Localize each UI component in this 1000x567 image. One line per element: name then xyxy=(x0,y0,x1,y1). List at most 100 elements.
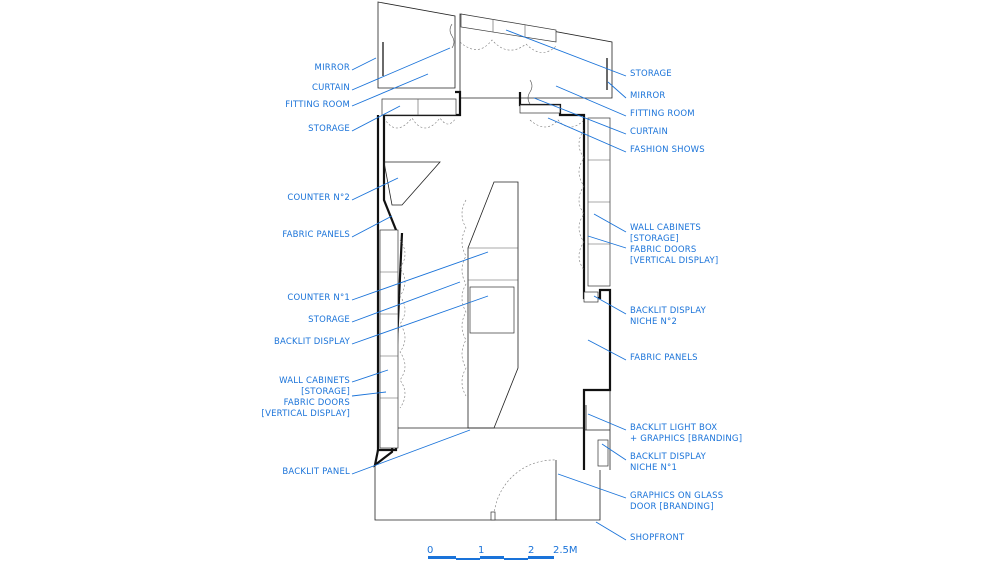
fitting-room-right-outline xyxy=(459,13,613,99)
label-fitting-room-left: FITTING ROOM xyxy=(285,100,350,110)
scale-tick-0: 0 xyxy=(427,545,433,556)
shelf xyxy=(381,98,457,116)
leader xyxy=(351,177,399,201)
shopfront-line xyxy=(374,465,601,521)
scale-segment xyxy=(428,556,456,559)
leader xyxy=(607,81,627,99)
swing-top xyxy=(459,39,557,53)
label-fabric-panels-left: FABRIC PANELS xyxy=(282,230,350,240)
label-wall-cabinets-left-3: FABRIC DOORS xyxy=(284,398,350,408)
scale-segment xyxy=(480,556,504,559)
label-glass-line2: DOOR [BRANDING] xyxy=(630,502,714,512)
label-fitting-room-right: FITTING ROOM xyxy=(630,109,695,119)
leader xyxy=(555,85,627,117)
backlit-display-box xyxy=(469,286,515,334)
wall-cabinets-right-group xyxy=(578,117,611,467)
wall-cabinets-left-group xyxy=(379,229,406,449)
swing-right xyxy=(529,119,585,128)
leader xyxy=(593,295,627,315)
leader xyxy=(351,295,489,345)
leader xyxy=(547,117,627,153)
entry-door xyxy=(490,459,557,521)
storage-shelf-top xyxy=(460,13,557,43)
label-niche-2-line2: NICHE N°2 xyxy=(630,317,677,327)
labels-left-group: MIRROR CURTAIN FITTING ROOM STORAGE COUN… xyxy=(262,63,351,477)
left-wall xyxy=(376,90,462,452)
label-storage-center: STORAGE xyxy=(308,315,350,325)
label-niche-2-line1: BACKLIT DISPLAY xyxy=(630,306,707,316)
leader xyxy=(351,251,489,301)
curtain-right-line xyxy=(527,79,533,105)
leader xyxy=(557,473,627,499)
label-shopfront: SHOPFRONT xyxy=(630,533,685,543)
scale-bar: 0 1 2 2.5M xyxy=(427,545,578,560)
label-fashion-shows: FASHION SHOWS xyxy=(630,145,705,155)
label-wall-cabinets-left-2: [STORAGE] xyxy=(301,387,350,397)
scale-segment xyxy=(528,556,554,559)
niche-2-shape xyxy=(583,291,599,303)
scale-tick-3: 2.5M xyxy=(553,545,578,556)
label-niche-1-line1: BACKLIT DISPLAY xyxy=(630,452,707,462)
leader xyxy=(351,47,451,91)
label-wall-cabinets-left-1: WALL CABINETS xyxy=(279,376,350,386)
counter-1-group xyxy=(461,181,519,429)
leader xyxy=(587,235,627,249)
fitting-room-left-outline xyxy=(377,1,456,89)
label-backlit-display: BACKLIT DISPLAY xyxy=(274,337,351,347)
top-block xyxy=(377,1,613,129)
label-counter-2: COUNTER N°2 xyxy=(287,193,350,203)
counter-2-shape xyxy=(383,161,441,206)
labels-right-group: STORAGE MIRROR FITTING ROOM CURTAIN FASH… xyxy=(630,69,742,543)
leader xyxy=(351,215,393,238)
label-wall-cabinets-right-3: FABRIC DOORS xyxy=(630,245,696,255)
label-lightbox-line2: + GRAPHICS [BRANDING] xyxy=(630,434,742,444)
leaders-right xyxy=(505,29,627,541)
fabric-center xyxy=(461,199,467,397)
label-curtain-right: CURTAIN xyxy=(630,127,668,137)
leader xyxy=(593,213,627,233)
scale-tick-2: 2 xyxy=(528,545,534,556)
label-mirror-right: MIRROR xyxy=(630,91,665,101)
leader xyxy=(587,339,627,361)
label-wall-cabinets-left-4: [VERTICAL DISPLAY] xyxy=(262,409,350,419)
leader xyxy=(351,281,461,323)
shelf xyxy=(519,104,561,114)
door-swing xyxy=(493,459,557,516)
leader xyxy=(533,97,627,135)
leader xyxy=(351,369,389,383)
cabinet xyxy=(379,229,399,449)
label-niche-1-line2: NICHE N°1 xyxy=(630,463,677,473)
label-glass-line1: GRAPHICS ON GLASS xyxy=(630,491,723,501)
leader xyxy=(351,57,377,71)
niche-1-shape xyxy=(597,439,609,467)
swing-storage xyxy=(383,117,457,129)
label-wall-cabinets-right-1: WALL CABINETS xyxy=(630,223,701,233)
leader xyxy=(351,105,401,132)
leader xyxy=(505,29,627,77)
leader xyxy=(351,73,429,107)
label-fabric-panels-right: FABRIC PANELS xyxy=(630,353,698,363)
label-mirror-left: MIRROR xyxy=(315,63,350,73)
leader xyxy=(601,443,627,461)
scale-segment xyxy=(504,558,528,560)
leader xyxy=(351,429,471,475)
scale-segment xyxy=(456,558,480,560)
label-storage-top-left: STORAGE xyxy=(308,124,350,134)
door-stop xyxy=(490,511,496,521)
label-wall-cabinets-right-4: [VERTICAL DISPLAY] xyxy=(630,256,718,266)
leader xyxy=(595,521,627,541)
leader xyxy=(587,413,627,431)
label-wall-cabinets-right-2: [STORAGE] xyxy=(630,234,679,244)
label-curtain-left: CURTAIN xyxy=(312,83,350,93)
scale-tick-1: 1 xyxy=(478,545,484,556)
label-counter-1: COUNTER N°1 xyxy=(287,293,350,303)
storage-shelf-left xyxy=(381,98,561,116)
leaders-left xyxy=(351,47,489,475)
label-backlit-panel: BACKLIT PANEL xyxy=(282,467,350,477)
leader xyxy=(351,391,387,397)
curtain-left-line xyxy=(449,23,455,49)
label-storage-top-right: STORAGE xyxy=(630,69,672,79)
label-lightbox-line1: BACKLIT LIGHT BOX xyxy=(630,423,717,433)
